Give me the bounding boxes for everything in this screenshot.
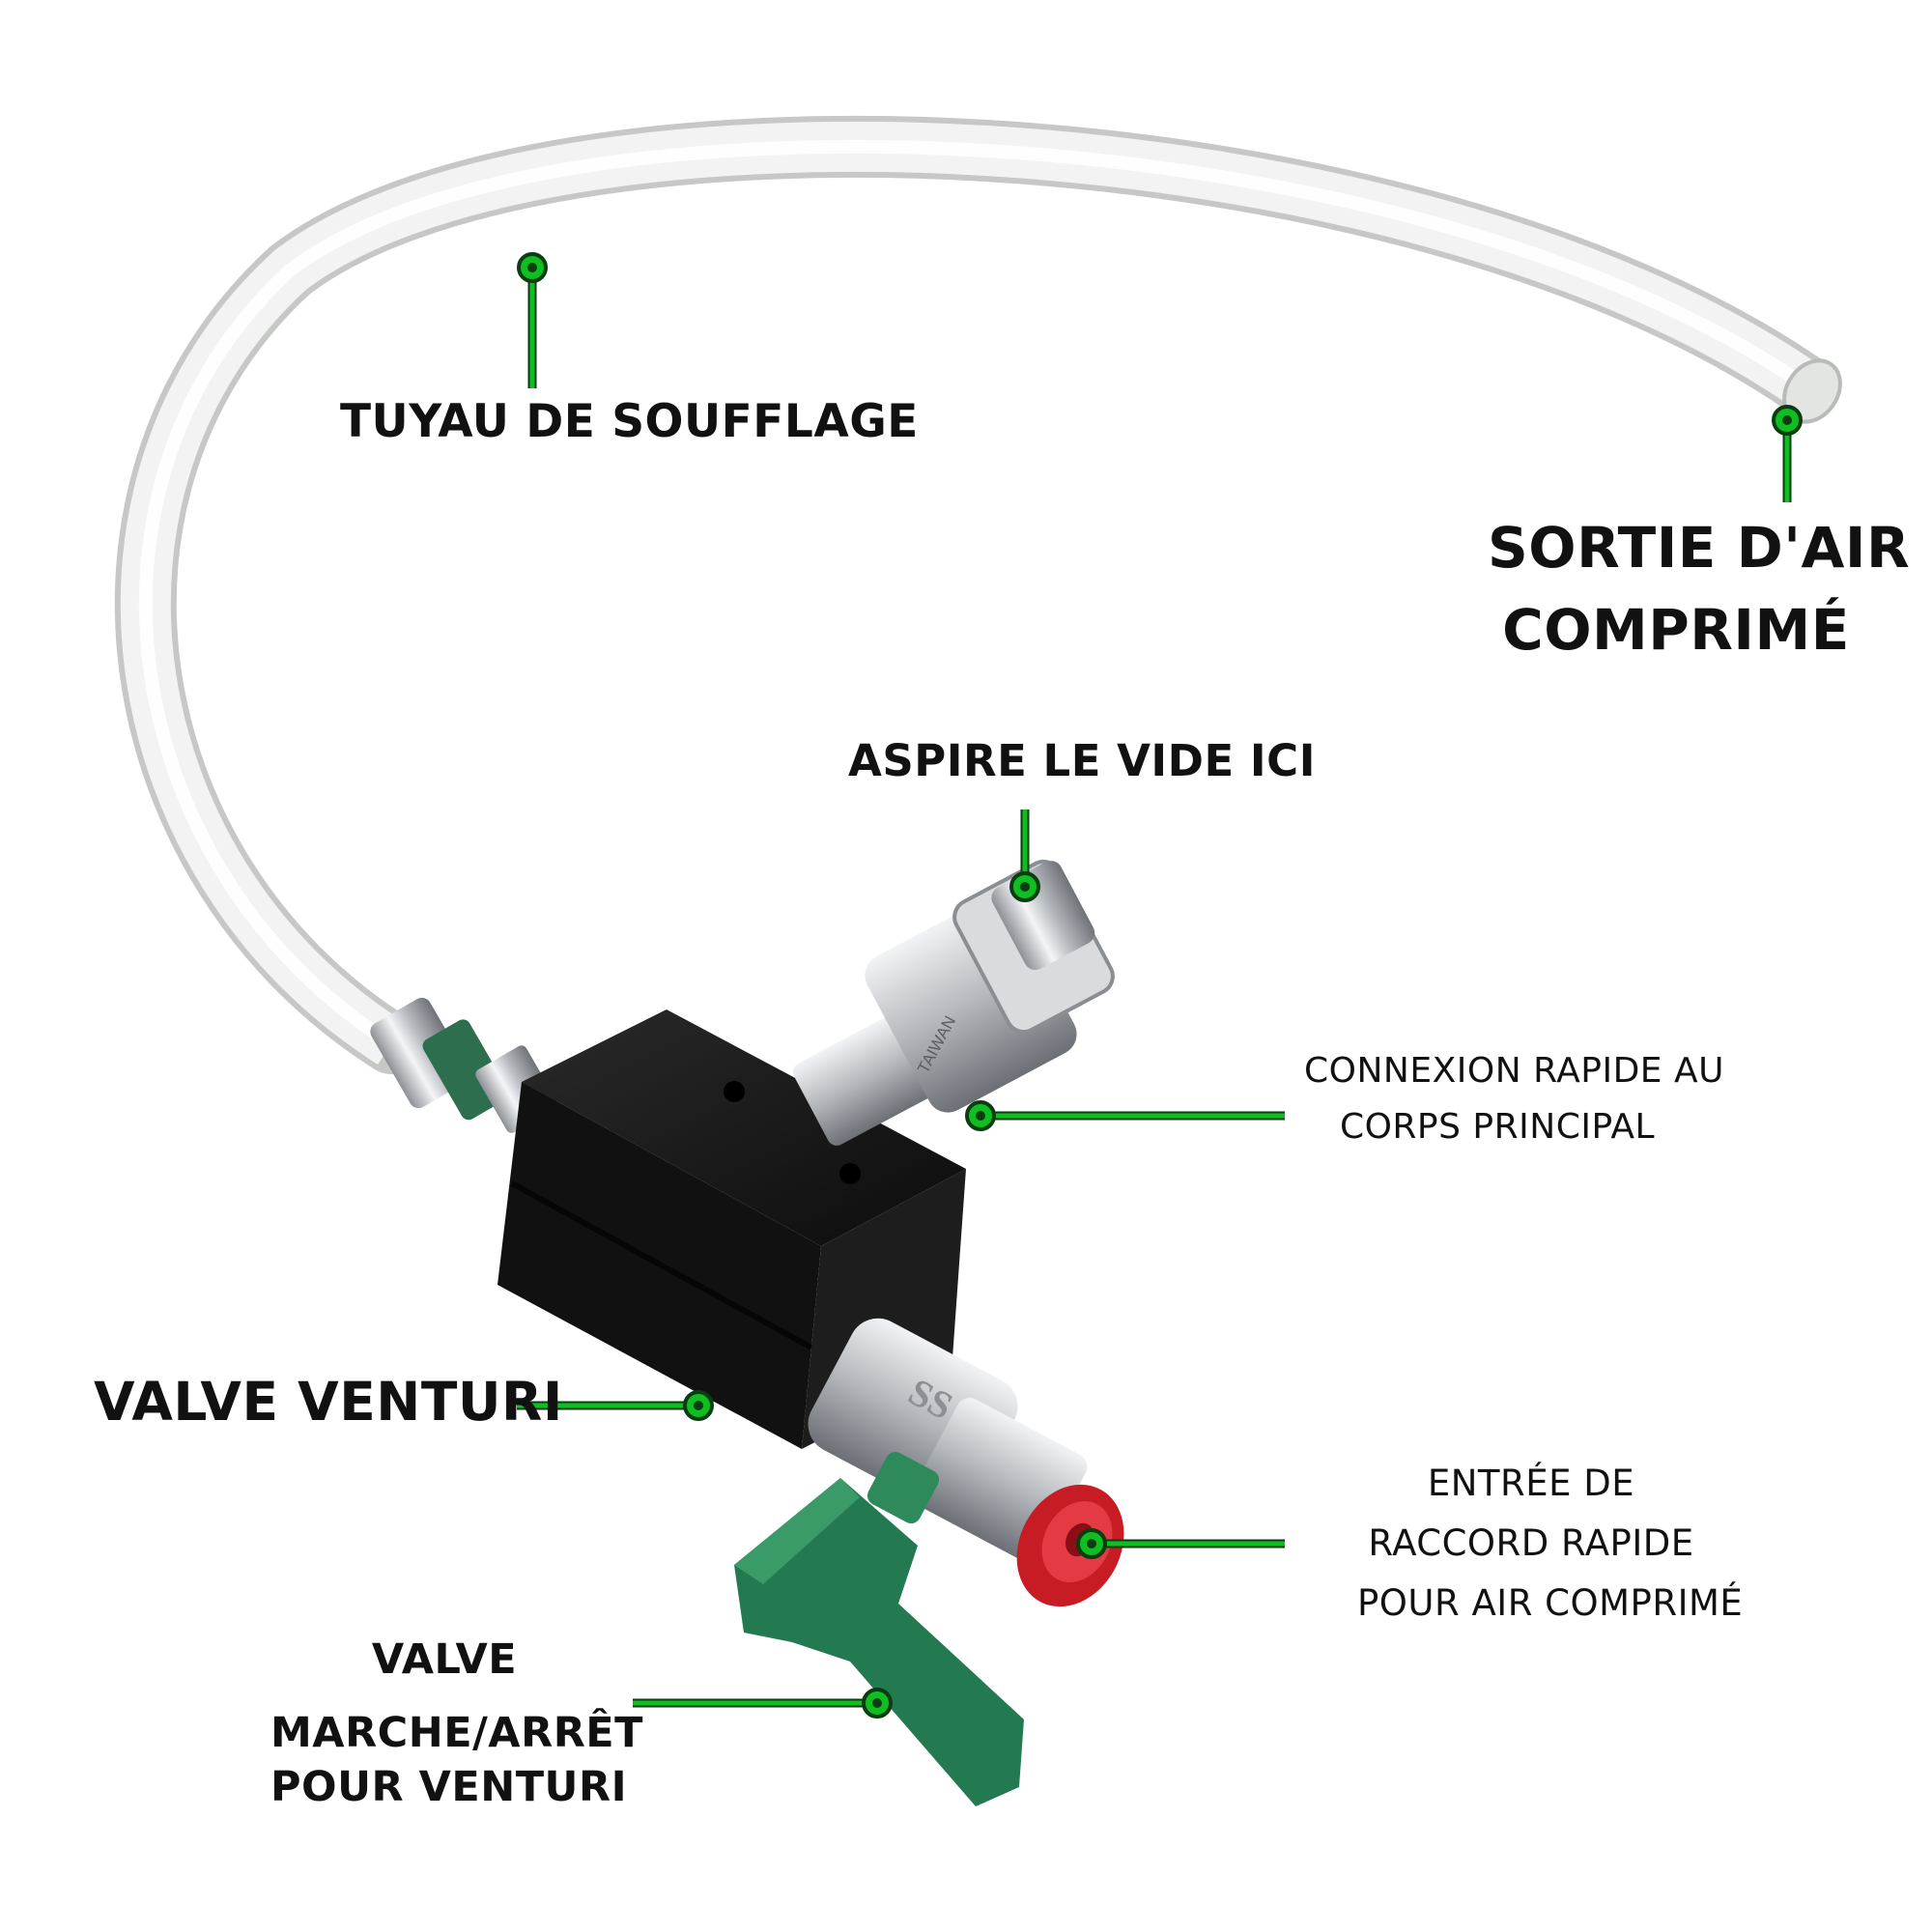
callout-air-outlet: [1772, 405, 1803, 502]
label-onoff: VALVE MARCHE/ARRÊT POUR VENTURI: [270, 1633, 644, 1814]
label-inlet-line3: POUR AIR COMPRIMÉ: [1357, 1582, 1744, 1624]
label-inlet-line1: ENTRÉE DE: [1427, 1463, 1635, 1504]
label-venturi-valve: VALVE VENTURI: [94, 1371, 563, 1433]
label-air-outlet-line2: COMPRIMÉ: [1502, 597, 1850, 663]
label-air-outlet: SORTIE D'AIR COMPRIMÉ: [1488, 507, 1911, 671]
label-vacuum: ASPIRE LE VIDE ICI: [848, 736, 1316, 786]
callout-venturi: [517, 1390, 714, 1421]
label-onoff-line2: MARCHE/ARRÊT: [270, 1709, 644, 1757]
callout-onoff: [633, 1688, 893, 1719]
label-quick-connect: CONNEXION RAPIDE AU CORPS PRINCIPAL: [1304, 1043, 1724, 1155]
label-quick-connect-line2: CORPS PRINCIPAL: [1339, 1107, 1656, 1147]
label-inlet: ENTRÉE DE RACCORD RAPIDE POUR AIR COMPRI…: [1357, 1454, 1744, 1634]
label-blow-hose: TUYAU DE SOUFFLAGE: [340, 395, 919, 448]
label-onoff-line3: POUR VENTURI: [270, 1763, 628, 1811]
block-hole: [724, 1081, 745, 1102]
label-onoff-line1: VALVE: [371, 1635, 518, 1684]
label-blow-hose-text: TUYAU DE SOUFFLAGE: [340, 395, 919, 448]
callouts: [517, 252, 1803, 1719]
blow-hose: [114, 115, 1842, 1074]
callout-vacuum: [1009, 810, 1040, 902]
callout-blow-hose: [517, 252, 548, 388]
label-venturi-valve-text: VALVE VENTURI: [94, 1371, 563, 1433]
label-air-outlet-line1: SORTIE D'AIR: [1488, 515, 1911, 581]
label-vacuum-text: ASPIRE LE VIDE ICI: [848, 735, 1316, 786]
label-inlet-line2: RACCORD RAPIDE: [1368, 1522, 1694, 1564]
block-hole: [839, 1163, 861, 1184]
callout-inlet: [1076, 1528, 1285, 1559]
quick-coupler: TAIWAN: [792, 859, 1115, 1146]
label-quick-connect-line1: CONNEXION RAPIDE AU: [1304, 1051, 1724, 1091]
callout-quick-connect: [965, 1100, 1285, 1131]
valve-lever: [734, 1451, 1024, 1806]
